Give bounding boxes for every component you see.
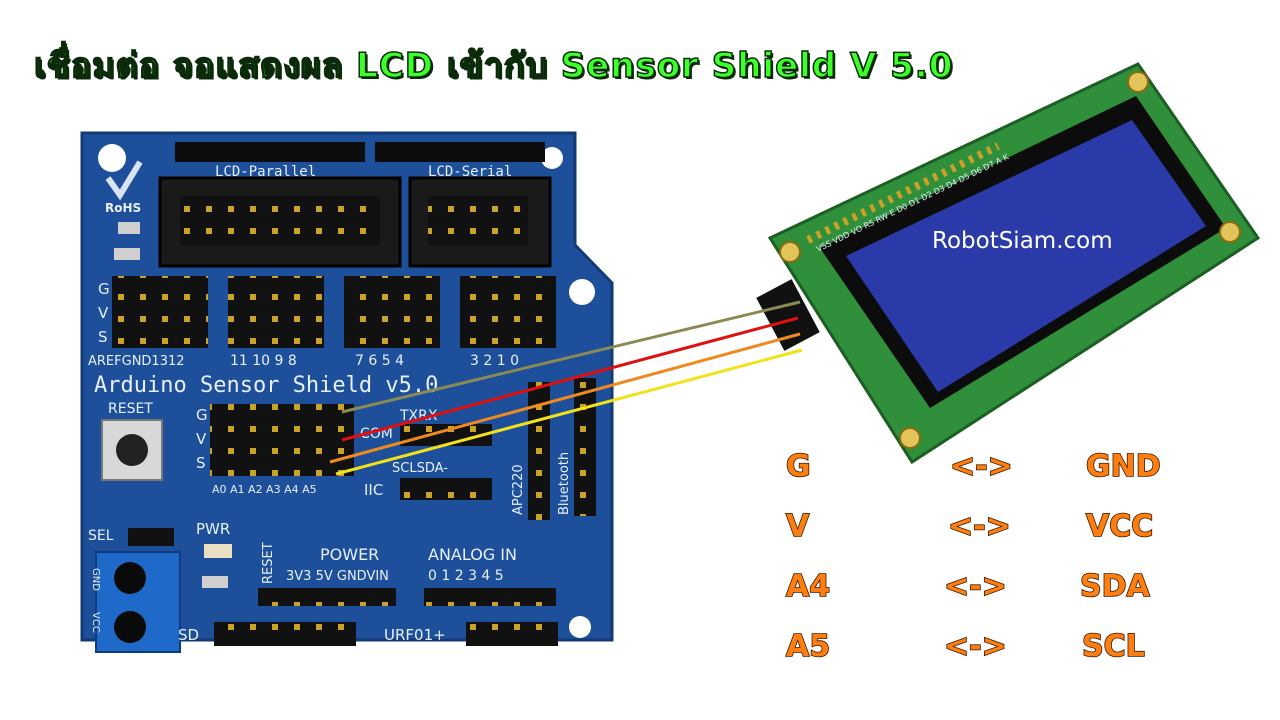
urf-pins bbox=[466, 622, 558, 646]
mount-hole bbox=[541, 147, 563, 169]
sd-pins bbox=[214, 622, 356, 646]
vcc-small-label: VCC bbox=[90, 612, 101, 633]
sel-label: SEL bbox=[88, 528, 114, 544]
pwr-led bbox=[204, 544, 232, 558]
digital-labels-mid: 11 10 9 8 bbox=[230, 353, 297, 369]
wire-g bbox=[341, 300, 801, 414]
mount-hole bbox=[569, 616, 591, 638]
mapping-right-sda: SDA bbox=[1080, 569, 1151, 604]
wire-a5 bbox=[335, 348, 803, 476]
digital-labels-right1: 7 6 5 4 bbox=[355, 353, 404, 369]
top-header-left bbox=[175, 142, 365, 162]
txrx-label: TXRX bbox=[399, 408, 438, 424]
reset-label: RESET bbox=[108, 401, 153, 417]
top-header-right bbox=[375, 142, 545, 162]
lcd-mount-hole bbox=[899, 427, 921, 449]
bluetooth-pins bbox=[574, 378, 596, 516]
mapping-right-scl: SCL bbox=[1082, 629, 1145, 664]
wires bbox=[329, 300, 803, 476]
mapping-right-vcc: VCC bbox=[1086, 509, 1153, 544]
com-pins bbox=[400, 424, 492, 446]
mapping-left-v: V bbox=[786, 509, 810, 544]
mapping-left-a5: A5 bbox=[786, 629, 830, 664]
lcd-mount-hole bbox=[779, 241, 801, 263]
digital-pins-group-4 bbox=[460, 276, 556, 348]
analog-in-numbers: 0 1 2 3 4 5 bbox=[428, 568, 504, 584]
analog-in-pins bbox=[424, 588, 556, 606]
mapping-left-g: G bbox=[786, 449, 811, 484]
shield-name: Arduino Sensor Shield v5.0 bbox=[94, 373, 438, 398]
lcd-parallel-pins bbox=[180, 196, 380, 246]
rohs-check-icon bbox=[105, 160, 143, 201]
mount-hole bbox=[98, 144, 126, 172]
power-pin-labels: 3V3 5V GNDVIN bbox=[286, 569, 389, 584]
pwr-resistor bbox=[202, 576, 228, 588]
terminal-screw bbox=[114, 611, 146, 643]
digital-labels-left: AREFGND1312 bbox=[88, 354, 185, 369]
row-label-v: V bbox=[98, 304, 109, 322]
analog-row-g: G bbox=[196, 406, 208, 424]
i2c-backpack-pins bbox=[756, 279, 820, 351]
digital-pins-group-2 bbox=[228, 276, 324, 348]
page-title: เชื่อมต่อ จอแสดงผล LCD เข้ากับ Sensor Sh… bbox=[33, 45, 954, 87]
mount-hole bbox=[569, 279, 595, 305]
iic-pins bbox=[400, 478, 492, 500]
apc220-label: APC220 bbox=[511, 464, 526, 515]
mapping-left-a4: A4 bbox=[786, 569, 830, 604]
power-label: POWER bbox=[320, 545, 379, 564]
analog-pin-labels: A0 A1 A2 A3 A4 A5 bbox=[212, 483, 317, 496]
digital-labels-right2: 3 2 1 0 bbox=[470, 353, 519, 369]
lcd-serial-label: LCD-Serial bbox=[428, 164, 512, 180]
gnd-small-label: GND bbox=[90, 568, 101, 591]
resistor-component bbox=[114, 248, 140, 260]
wire-v bbox=[341, 316, 799, 442]
mapping-arrow: <-> bbox=[948, 509, 1011, 544]
bluetooth-label: Bluetooth bbox=[557, 452, 572, 515]
analog-in-label: ANALOG IN bbox=[428, 545, 517, 564]
lcd-serial-pins bbox=[428, 196, 528, 246]
sensor-shield-board: RoHS LCD-Parallel LCD-Serial G V S AREFG… bbox=[80, 131, 614, 653]
sclsda-label: SCLSDA- bbox=[392, 461, 448, 476]
power-pins bbox=[258, 588, 396, 606]
analog-row-s: S bbox=[196, 454, 206, 472]
led-component bbox=[118, 222, 140, 234]
rohs-label: RoHS bbox=[105, 201, 141, 215]
digital-pins-group-1 bbox=[112, 276, 208, 348]
urf-label: URF01+ bbox=[384, 626, 446, 644]
mapping-arrow: <-> bbox=[950, 449, 1013, 484]
watermark-text: RobotSiam.com bbox=[932, 228, 1113, 254]
terminal-screw bbox=[114, 562, 146, 594]
wire-a4 bbox=[329, 332, 801, 464]
mapping-arrow: <-> bbox=[944, 629, 1007, 664]
pin-mapping: G <-> GND V <-> VCC A4 <-> SDA A5 <-> SC… bbox=[785, 448, 1161, 665]
iic-label: IIC bbox=[364, 481, 383, 499]
lcd-parallel-label: LCD-Parallel bbox=[215, 164, 316, 180]
mapping-arrow: <-> bbox=[944, 569, 1007, 604]
mapping-right-gnd: GND bbox=[1086, 449, 1161, 484]
lcd-mount-hole bbox=[1127, 71, 1149, 93]
sd-label: SD bbox=[178, 626, 199, 644]
apc220-pins bbox=[528, 382, 550, 520]
reset-small-label: RESET bbox=[261, 542, 276, 584]
analog-row-v: V bbox=[196, 430, 207, 448]
reset-button-cap bbox=[116, 434, 148, 466]
digital-pins-group-3 bbox=[344, 276, 440, 348]
row-label-g: G bbox=[98, 280, 110, 298]
sel-jumper[interactable] bbox=[128, 528, 174, 546]
lcd-mount-hole bbox=[1219, 221, 1241, 243]
pwr-label: PWR bbox=[196, 520, 230, 538]
row-label-s: S bbox=[98, 328, 108, 346]
analog-pins bbox=[210, 404, 354, 476]
lcd-screen bbox=[846, 120, 1206, 392]
lcd-module: VSS VDD VO RS RW E D0 D1 D2 D3 D4 D5 D6 … bbox=[756, 62, 1261, 465]
